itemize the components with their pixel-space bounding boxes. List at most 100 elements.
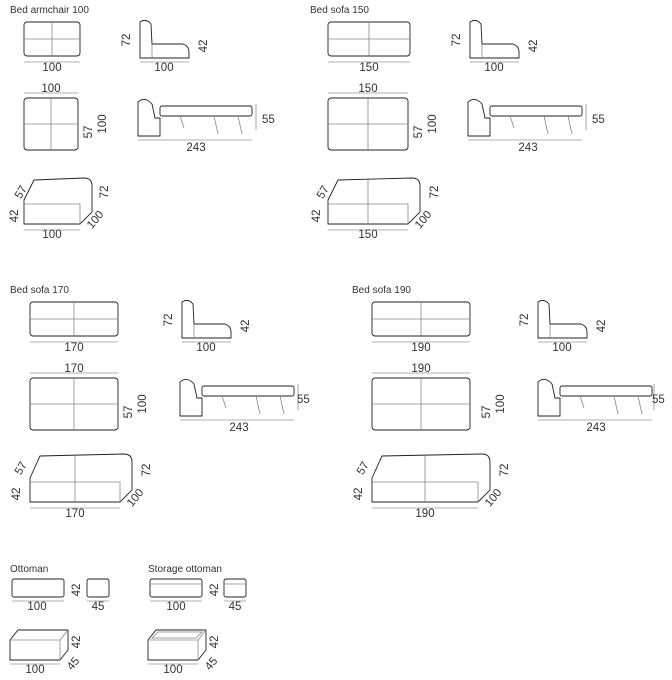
dim-side-height: 72 xyxy=(163,314,175,327)
dim-persp-depth: 100 xyxy=(125,487,147,509)
group-bed-sofa-190: Bed sofa 190 190 100 72 42 190 57 100 xyxy=(352,285,665,520)
dim-side-height: 42 xyxy=(71,584,83,597)
dim-side-height: 72 xyxy=(451,34,463,47)
dim-persp-height: 72 xyxy=(141,464,153,477)
group-ottoman: Ottoman 100 45 42 100 42 45 xyxy=(9,564,110,676)
perspective-view: 150 57 42 72 100 xyxy=(311,177,441,241)
dim-persp-height: 72 xyxy=(499,464,511,477)
dim-front-width: 100 xyxy=(42,62,61,74)
dim-top-depth-100: 100 xyxy=(495,394,507,413)
front-view: 170 xyxy=(29,301,119,354)
dim-bed-height: 55 xyxy=(592,114,605,126)
side-view: 100 72 42 xyxy=(163,299,252,354)
dim-persp-width: 100 xyxy=(42,229,61,241)
dim-side-seat: 42 xyxy=(596,320,608,333)
dim-bed-length: 243 xyxy=(586,422,605,434)
group-bed-sofa-170: Bed sofa 170 170 100 72 42 170 57 100 xyxy=(10,285,310,520)
front-view: 150 xyxy=(327,21,411,74)
dim-side-seat: 42 xyxy=(240,320,252,333)
dim-top-width: 190 xyxy=(411,363,430,375)
dim-side-seat: 42 xyxy=(528,40,540,53)
dim-persp-width: 170 xyxy=(65,508,84,520)
dim-side-depth: 45 xyxy=(92,601,105,613)
dim-side-seat: 42 xyxy=(198,40,210,53)
dim-persp-width: 100 xyxy=(163,664,182,676)
dim-persp-back: 57 xyxy=(315,184,332,201)
bed-open-view: 55 243 xyxy=(179,379,310,434)
dim-top-depth-57: 57 xyxy=(481,406,493,419)
dim-persp-width: 190 xyxy=(415,508,434,520)
dim-top-depth-57: 57 xyxy=(83,126,95,139)
title-ottoman: Ottoman xyxy=(10,564,48,575)
side-view: 45 42 xyxy=(71,578,110,613)
perspective-view: 100 42 45 xyxy=(147,629,221,676)
dim-persp-height: 42 xyxy=(71,636,83,649)
group-storage-ottoman: Storage ottoman 100 45 42 100 42 45 xyxy=(147,564,247,676)
dim-side-height: 72 xyxy=(121,34,133,47)
dim-bed-length: 243 xyxy=(518,142,537,154)
dim-side-height: 72 xyxy=(519,314,531,327)
dim-top-width: 150 xyxy=(358,83,377,95)
title-bed-sofa-170: Bed sofa 170 xyxy=(10,285,69,296)
dim-persp-height: 42 xyxy=(209,636,221,649)
top-view: 100 57 100 xyxy=(23,83,109,151)
dim-top-depth-100: 100 xyxy=(137,394,149,413)
dim-bed-height: 55 xyxy=(652,394,665,406)
perspective-view: 100 42 45 xyxy=(9,629,83,676)
dim-top-depth-100: 100 xyxy=(97,114,109,133)
front-view: 190 xyxy=(371,301,471,354)
dim-bed-height: 55 xyxy=(262,114,275,126)
dim-side-depth: 45 xyxy=(229,601,242,613)
perspective-view: 100 57 42 72 100 xyxy=(9,177,111,241)
dim-persp-back: 57 xyxy=(13,460,30,477)
dim-bed-height: 55 xyxy=(297,394,310,406)
front-view: 100 xyxy=(23,21,81,74)
dim-persp-depth: 100 xyxy=(483,487,505,509)
dim-front-width: 190 xyxy=(411,342,430,354)
dim-persp-depth: 100 xyxy=(85,209,107,231)
side-view: 100 72 42 xyxy=(121,19,210,74)
dim-top-width: 100 xyxy=(41,83,60,95)
dim-bed-length: 243 xyxy=(229,422,248,434)
dim-front-width: 100 xyxy=(166,601,185,613)
dim-top-depth-100: 100 xyxy=(427,114,439,133)
title-bed-armchair-100: Bed armchair 100 xyxy=(10,5,89,16)
top-view: 150 57 100 xyxy=(327,83,439,151)
title-storage-ottoman: Storage ottoman xyxy=(148,564,222,575)
dim-side-depth: 100 xyxy=(484,62,503,74)
dim-persp-seat: 42 xyxy=(9,210,21,223)
dim-side-depth: 100 xyxy=(154,62,173,74)
dim-bed-length: 243 xyxy=(186,142,205,154)
perspective-view: 170 57 42 72 100 xyxy=(11,453,153,520)
dim-top-depth-57: 57 xyxy=(413,126,425,139)
dim-persp-height: 72 xyxy=(429,186,441,199)
side-view: 100 72 42 xyxy=(519,299,608,354)
dim-front-width: 170 xyxy=(64,342,83,354)
dim-side-depth: 100 xyxy=(196,342,215,354)
dim-persp-depth: 100 xyxy=(413,209,435,231)
dim-persp-seat: 42 xyxy=(11,488,23,501)
dim-persp-seat: 42 xyxy=(311,210,323,223)
top-view: 190 57 100 xyxy=(371,363,507,431)
dim-front-width: 100 xyxy=(27,601,46,613)
side-view: 45 42 xyxy=(209,578,247,613)
title-bed-sofa-150: Bed sofa 150 xyxy=(310,5,369,16)
dim-persp-height: 72 xyxy=(99,186,111,199)
group-bed-sofa-150: Bed sofa 150 150 100 72 42 150 57 100 xyxy=(310,5,605,241)
dim-top-width: 170 xyxy=(64,363,83,375)
dim-side-height: 42 xyxy=(209,584,221,597)
perspective-view: 190 57 42 72 100 xyxy=(353,453,511,520)
dim-persp-seat: 42 xyxy=(353,488,365,501)
front-view: 100 xyxy=(149,578,203,613)
side-view: 100 72 42 xyxy=(451,19,540,74)
dim-persp-depth: 45 xyxy=(203,655,220,673)
dim-persp-width: 100 xyxy=(25,664,44,676)
bed-open-view: 55 243 xyxy=(467,99,605,154)
group-bed-armchair-100: Bed armchair 100 100 100 72 42 100 57 10… xyxy=(9,5,275,241)
dim-persp-back: 57 xyxy=(355,460,372,477)
bed-open-view: 55 243 xyxy=(137,99,275,154)
bed-open-view: 55 243 xyxy=(537,379,665,434)
top-view: 170 57 100 xyxy=(29,363,149,431)
dim-front-width: 150 xyxy=(359,62,378,74)
